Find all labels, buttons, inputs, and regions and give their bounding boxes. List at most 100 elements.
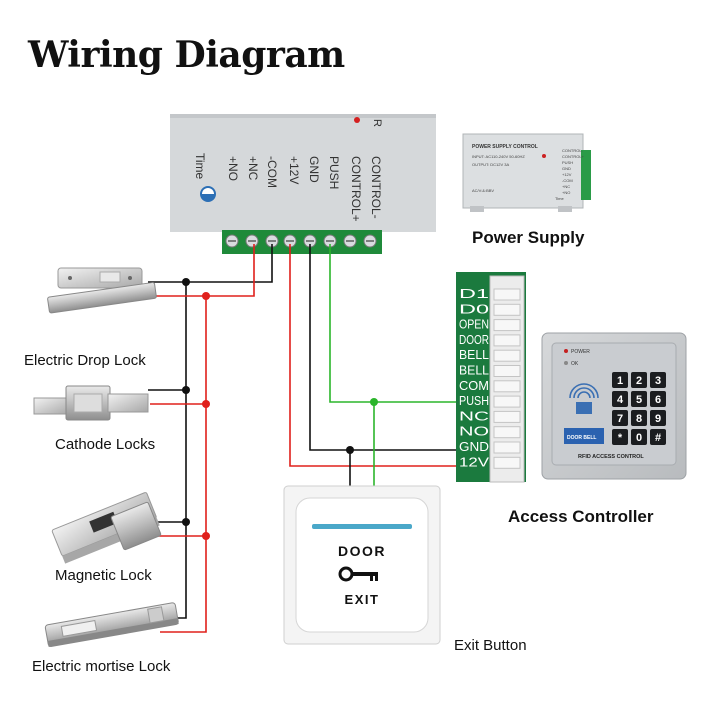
board-connector-slot (493, 319, 521, 332)
board-connector-slot (493, 288, 521, 301)
magnetic-lock-photo (51, 492, 162, 564)
lock-caption-magnetic: Magnetic Lock (55, 567, 152, 584)
ps-time-label: Time (555, 196, 565, 201)
power-supply-caption: Power Supply (472, 228, 585, 247)
board-connector-slot (493, 410, 521, 423)
ps-plate-line2: OUTPUT: DC12V 3A (472, 162, 509, 167)
lock-caption-mortise: Electric mortise Lock (32, 658, 171, 675)
electric-mortise-lock-photo (44, 602, 179, 647)
psu-terminal-label: -COM (265, 156, 279, 188)
board-connector-slot (493, 456, 521, 469)
access-controller-caption: Access Controller (508, 507, 654, 526)
board-pin-label: NO (459, 424, 489, 439)
psu-terminal-label: CONTROL- (369, 156, 383, 219)
exit-button-caption: Exit Button (454, 637, 527, 654)
board-connector-slot (493, 380, 521, 393)
board-pin-label: PUSH (459, 393, 489, 408)
board-pin-label: BELL (459, 347, 489, 362)
board-connector-slot (493, 334, 521, 347)
keypad-key-label: 3 (655, 375, 661, 387)
page-title: Wiring Diagram (28, 34, 345, 76)
psu-label-top: R (371, 119, 383, 127)
keypad-key-label: 7 (617, 413, 623, 425)
keypad-key-label: 9 (655, 413, 661, 425)
keypad-key[interactable] (650, 429, 666, 445)
keypad-key[interactable] (650, 391, 666, 407)
psu-terminal-label: PUSH (327, 156, 341, 189)
keypad-key[interactable] (612, 372, 628, 388)
keypad-key-label: 6 (655, 394, 661, 406)
board-pin-label: BELL (459, 363, 489, 378)
wire-black-gnd (309, 244, 458, 451)
keypad-key[interactable] (612, 429, 628, 445)
ps-side-label: +NC (562, 184, 570, 189)
wires (148, 244, 458, 633)
wire-green-push (329, 244, 458, 403)
psu-time-label: Time (193, 153, 207, 180)
keypad-key[interactable] (631, 391, 647, 407)
keypad-key-label: # (655, 432, 661, 444)
ps-side-label: CONTROL- (562, 148, 584, 153)
board-connector-slot (493, 349, 521, 362)
keypad-key-label: 8 (636, 413, 642, 425)
ps-side-label: +NO (562, 190, 570, 195)
keypad-key-label: 1 (617, 375, 623, 387)
ps-side-label: CONTROL+ (562, 154, 585, 159)
keypad-key[interactable] (612, 391, 628, 407)
board-connector-slot (493, 426, 521, 439)
board-pin-label: GND (459, 439, 489, 454)
keypad-key[interactable] (612, 410, 628, 426)
psu-terminal-label: CONTROL+ (349, 156, 363, 222)
board-pin-label: NC (459, 408, 489, 423)
keypad-key[interactable] (631, 429, 647, 445)
psu-control-box: R Time CONTROL- CONTROL+ PUSH GND +12V -COM +N… (170, 114, 436, 232)
ps-plate-title: POWER SUPPLY CONTROL (472, 144, 538, 150)
board-pin-label: D1 (459, 286, 489, 301)
keypad-ok-label: OK (571, 361, 579, 367)
power-supply-photo: POWER SUPPLY CONTROL INPUT: AC110-240V 5… (462, 133, 591, 212)
ps-side-label: GND (562, 166, 571, 171)
keypad-key[interactable] (631, 410, 647, 426)
psu-terminal-labels: CONTROL- CONTROL+ PUSH GND +12V -COM +NC +NO (226, 156, 383, 222)
board-pin-label: COM (459, 378, 489, 393)
ps-plate-line1: INPUT: AC110-240V 50-60HZ (472, 154, 525, 159)
keypad-power-label: POWER (571, 349, 590, 355)
keypad-key-label: 0 (636, 432, 642, 444)
keypad-key-label: 2 (636, 375, 642, 387)
keypad-key[interactable] (650, 372, 666, 388)
keypad-key[interactable] (631, 372, 647, 388)
psu-terminal-label: +NC (246, 156, 260, 181)
psu-terminal-label: +NO (226, 156, 240, 181)
keypad-footer: RFID ACCESS CONTROL (578, 454, 644, 460)
board-connector-slot (493, 441, 521, 454)
lock-caption-drop: Electric Drop Lock (24, 352, 146, 369)
keypad-bell-label: DOOR BELL (567, 435, 596, 441)
board-connector-slot (493, 395, 521, 408)
keypad-key-label: 4 (617, 394, 624, 406)
board-connector-slot (493, 365, 521, 377)
rfid-wave-icon (569, 383, 599, 414)
psu-terminal-block (222, 230, 382, 254)
keypad-key-label: * (618, 432, 623, 444)
lock-caption-cathode: Cathode Locks (55, 436, 156, 453)
cathode-lock-photo (33, 385, 149, 421)
board-pin-label: 12V (459, 454, 489, 469)
exit-text-exit: EXIT (345, 592, 380, 607)
exit-button-device: DOOR EXIT (283, 485, 441, 645)
wire-red-12v (289, 244, 458, 467)
key-icon (338, 566, 378, 582)
ps-side-label: +12V (562, 172, 572, 177)
keypad-key[interactable] (650, 410, 666, 426)
psu-terminal-label: GND (307, 156, 321, 183)
board-pin-label: OPEN (459, 317, 489, 332)
keypad-key-label: 5 (636, 394, 642, 406)
wire-junctions (182, 278, 378, 540)
ps-side-label: -COM (562, 178, 573, 183)
wire-black-bus (160, 244, 273, 619)
psu-terminal-label: +12V (287, 156, 301, 184)
board-pin-label: D0 (459, 301, 489, 316)
ps-side-label: PUSH (562, 160, 573, 165)
